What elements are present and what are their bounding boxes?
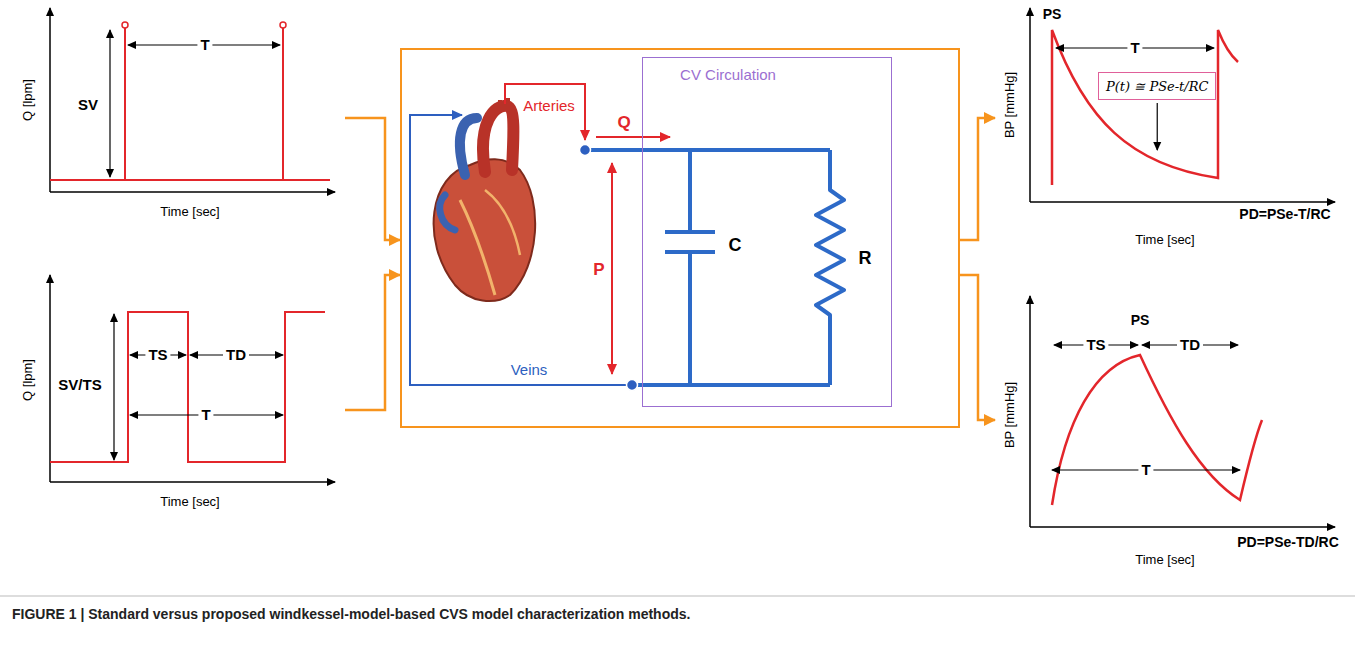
- component-label: C: [729, 235, 742, 256]
- axis-label: Time [sec]: [1135, 233, 1194, 248]
- flow-square-chart: [50, 275, 335, 482]
- arrow-label: TS: [1083, 336, 1108, 353]
- leader-line: [1157, 103, 1158, 150]
- pressure-chart-panel: PS TS TD BP [mmHg] T PD=PSe-TD/RC Time [sec]: [995, 290, 1350, 565]
- formula-text: P(t) ≅ PSe-t/RC: [1106, 79, 1208, 94]
- pressure-square-chart: [1030, 296, 1335, 527]
- arrow-label: T: [1127, 39, 1142, 56]
- flow-chart-panel: Q [lpm] SV/TS TS TD T Time [sec]: [0, 262, 345, 520]
- figure-caption: FIGURE 1 | Standard versus proposed wind…: [12, 606, 1342, 622]
- pressure-label: P: [593, 260, 604, 280]
- arrow-label: SV: [78, 96, 98, 113]
- flow-chart-panel: Q [lpm] SV T Time [sec]: [0, 0, 345, 230]
- flow-label: Q: [617, 113, 630, 133]
- axis-label: Q [lpm]: [21, 79, 36, 121]
- region-label: CV Circulation: [680, 66, 776, 83]
- arrow-label: T: [198, 406, 213, 423]
- heart-model-box: ArteriesQ P Veins CV CirculationC R: [400, 48, 960, 428]
- axis-label: Time [sec]: [1135, 553, 1194, 568]
- heart-illustration: [434, 98, 536, 301]
- flow-arrow: [345, 118, 400, 240]
- leader-line: [1157, 103, 1158, 150]
- arrow-label: TD: [1177, 336, 1203, 353]
- flow-impulse-chart: [50, 8, 335, 192]
- arrow-label: TS: [145, 346, 170, 363]
- vessel-label: Veins: [511, 361, 548, 378]
- pressure-chart-panel: PS T BP [mmHg] PD=PSe-T/RC Time [sec] P(t) ≅ …: [995, 0, 1350, 255]
- peak-label: PS: [1131, 312, 1150, 328]
- axis-label: BP [mmHg]: [1003, 382, 1018, 448]
- circulation-box: CV CirculationC R: [642, 57, 892, 407]
- formula-label: PD=PSe-TD/RC: [1237, 534, 1339, 550]
- circuit: [410, 84, 844, 391]
- axis-label: Time [sec]: [160, 205, 219, 220]
- arrow-label: T: [197, 36, 212, 53]
- vessel-label: Arteries: [523, 97, 575, 114]
- component-label: R: [859, 248, 872, 269]
- formula-label: PD=PSe-T/RC: [1239, 206, 1330, 222]
- formula-box: P(t) ≅ PSe-t/RC: [1098, 72, 1216, 100]
- flow-arrow: [960, 118, 995, 240]
- flow-arrow: [960, 275, 995, 420]
- caption-rule: [0, 596, 1355, 597]
- axis-label: BP [mmHg]: [1003, 72, 1018, 138]
- arrow-label: T: [1138, 461, 1153, 478]
- flow-arrow: [345, 275, 400, 410]
- pressure-decay-chart: [1030, 8, 1335, 202]
- arrow-label: TD: [223, 346, 249, 363]
- axis-label: Q [lpm]: [21, 359, 36, 401]
- peak-label: PS: [1043, 6, 1062, 22]
- axis-label: Time [sec]: [160, 495, 219, 510]
- arrow-label: SV/TS: [58, 376, 101, 393]
